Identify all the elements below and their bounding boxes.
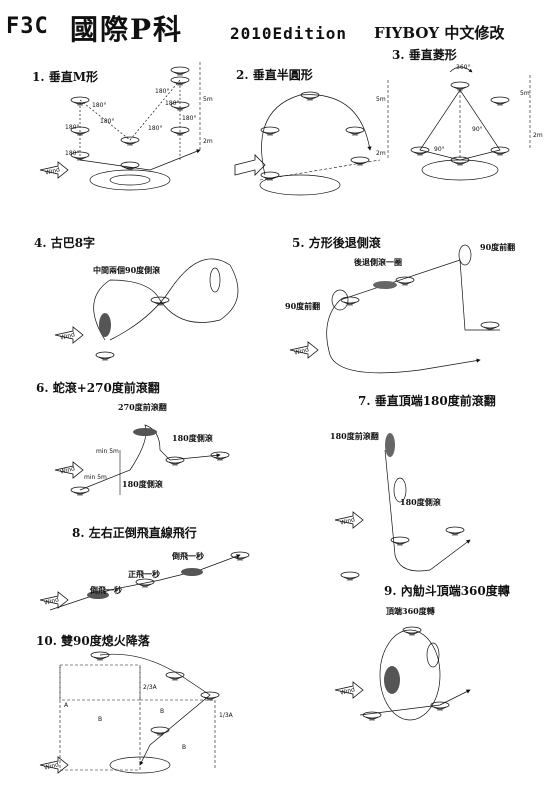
fig8-caption-inv2: 倒飛一秒 [90,585,122,595]
figure-9-diagram [334,626,471,721]
figure-2-title: 2. 垂直半圓形 [236,68,313,82]
fig1-angle-7: 180° [65,150,80,157]
fig6-caption-180b: 180度側滾 [122,479,163,489]
figure-5-diagram [289,244,500,374]
fig5-caption-front1: 90度前翻 [480,242,516,252]
fig10-dist-a: A [64,702,69,709]
fig3-dist-5m: 5m [520,90,530,97]
fig10-dist-b3: B [182,744,187,751]
figure-3-diagram [410,66,531,181]
fig6-caption-180a: 180度側滾 [172,433,213,443]
figure-8-diagram [39,551,250,611]
fig1-dist-5m: 5m [203,96,213,103]
fig2-dist-2m: 2m [376,150,386,157]
fig4-caption: 中間兩個90度側滾 [93,265,161,275]
header-main: F3C [6,14,49,39]
fig6-caption-270: 270度前滾翻 [118,402,167,412]
figure-3-title: 3. 垂直菱形 [392,48,457,62]
figure-6-diagram [54,424,230,496]
fig1-dist-2m: 2m [203,138,213,145]
fig10-dist-2-3a: 2/3A [143,684,157,691]
figure-2-diagram [234,80,389,196]
figure-8-title: 8. 左右正倒飛直線飛行 [72,526,197,540]
fig6-dist-min5m-b: min 5m [84,474,107,481]
fig5-caption-backroll: 後退側滾一圈 [354,257,402,267]
fig3-angle-90b: 90° [434,146,445,153]
fig10-dist-b2: B [160,708,165,715]
fig7-caption-side: 180度側滾 [400,497,441,507]
fig1-angle-8: 180° [165,100,180,107]
fig10-dist-b1: B [98,716,103,723]
figure-1-diagram [39,62,201,191]
fig1-angle-5: 180° [148,125,163,132]
fig3-angle-90a: 90° [472,126,483,133]
fig8-caption-inv1: 倒飛一秒 [172,551,204,561]
fig3-angle-360: 360° [456,64,471,71]
header-modifier: FIYBOY 中文修改 [374,24,505,42]
figure-4-diagram [54,258,239,361]
figure-5-title: 5. 方形後退側滾 [292,236,381,250]
fig10-dist-1-3a: 1/3A [219,712,233,719]
fig3-dist-2m: 2m [533,132,543,139]
fig8-caption-upright: 正飛一秒 [128,569,160,579]
figure-1-title: 1. 垂直M形 [32,70,98,84]
figure-4-title: 4. 古巴8字 [34,236,96,250]
fig1-angle-6: 180° [182,115,197,122]
figure-10-diagram [39,651,220,774]
fig1-angle-4: 180° [100,118,115,125]
fig1-angle-3: 180° [65,124,80,131]
fig5-caption-front2: 90度前翻 [285,301,321,311]
figure-7-title: 7. 垂直頂端180度前滾翻 [358,394,496,408]
fig1-angle-2: 180° [92,102,107,109]
header-edition: 2010Edition [230,24,347,43]
fig6-dist-min5m-a: min 5m [96,448,119,455]
fig1-angle-1: 180° [155,88,170,95]
figure-9-title: 9. 內觔斗頂端360度轉 [384,584,510,598]
figure-10-title: 10. 雙90度熄火降落 [36,634,150,648]
fig2-dist-5m: 5m [376,96,386,103]
fig9-caption: 頂端360度轉 [386,606,435,616]
header-subtitle: 國際P科 [70,13,184,46]
figure-7-diagram [334,433,471,581]
fig7-caption-front: 180度前滾翻 [330,431,379,441]
figure-6-title: 6. 蛇滾+270度前滾翻 [36,381,160,395]
